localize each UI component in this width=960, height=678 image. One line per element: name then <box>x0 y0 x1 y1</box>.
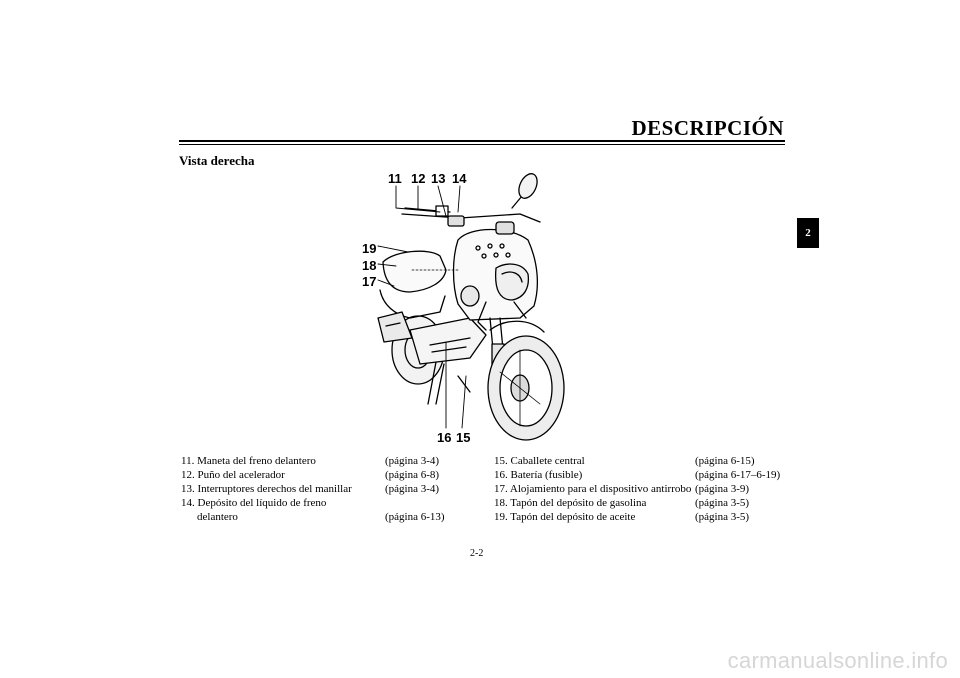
callout-18: 18 <box>362 258 377 273</box>
legend-item-14: 14. Depósito del líquido de freno <box>181 497 327 509</box>
legend-item-11: 11. Maneta del freno delantero <box>181 455 316 467</box>
callout-14: 14 <box>452 171 467 186</box>
legend-item-15: 15. Caballete central <box>494 455 585 467</box>
legend-item-17: 17. Alojamiento para el dispositivo anti… <box>494 483 692 495</box>
legend-item-14-cont: delantero <box>197 511 238 523</box>
callout-16: 16 <box>437 430 452 445</box>
legend-page-15: (página 6-15) <box>695 455 755 467</box>
section-title: Vista derecha <box>179 153 255 168</box>
callout-11: 11 <box>388 171 402 186</box>
watermark[interactable]: carmanualsonline.info <box>727 648 948 673</box>
callout-13: 13 <box>431 171 446 186</box>
page-header-title: DESCRIPCIÓN <box>631 116 784 140</box>
callout-12: 12 <box>411 171 426 186</box>
legend-item-16: 16. Batería (fusible) <box>494 469 583 481</box>
legend-page-11: (página 3-4) <box>385 455 440 467</box>
callout-19: 19 <box>362 241 377 256</box>
chapter-tab[interactable]: 2 <box>797 218 819 248</box>
legend-item-13: 13. Interruptores derechos del manillar <box>181 483 352 495</box>
legend-page-12: (página 6-8) <box>385 469 440 481</box>
legend-item-12: 12. Puño del acelerador <box>181 469 285 481</box>
legend-item-19: 19. Tapón del depósito de aceite <box>494 511 636 523</box>
callout-17: 17 <box>362 274 377 289</box>
callout-15: 15 <box>456 430 471 445</box>
header-rule <box>179 140 785 142</box>
legend-page-17: (página 3-9) <box>695 483 750 495</box>
legend-page-16: (página 6-17–6-19) <box>695 469 781 481</box>
page-number: 2-2 <box>470 548 484 559</box>
legend-page-19: (página 3-5) <box>695 511 750 523</box>
legend-page-13: (página 3-4) <box>385 483 440 495</box>
legend-item-18: 18. Tapón del depósito de gasolina <box>494 497 647 509</box>
header-rule-thin <box>179 144 785 145</box>
legend-page-14: (página 6-13) <box>385 511 445 523</box>
legend-page-18: (página 3-5) <box>695 497 750 509</box>
